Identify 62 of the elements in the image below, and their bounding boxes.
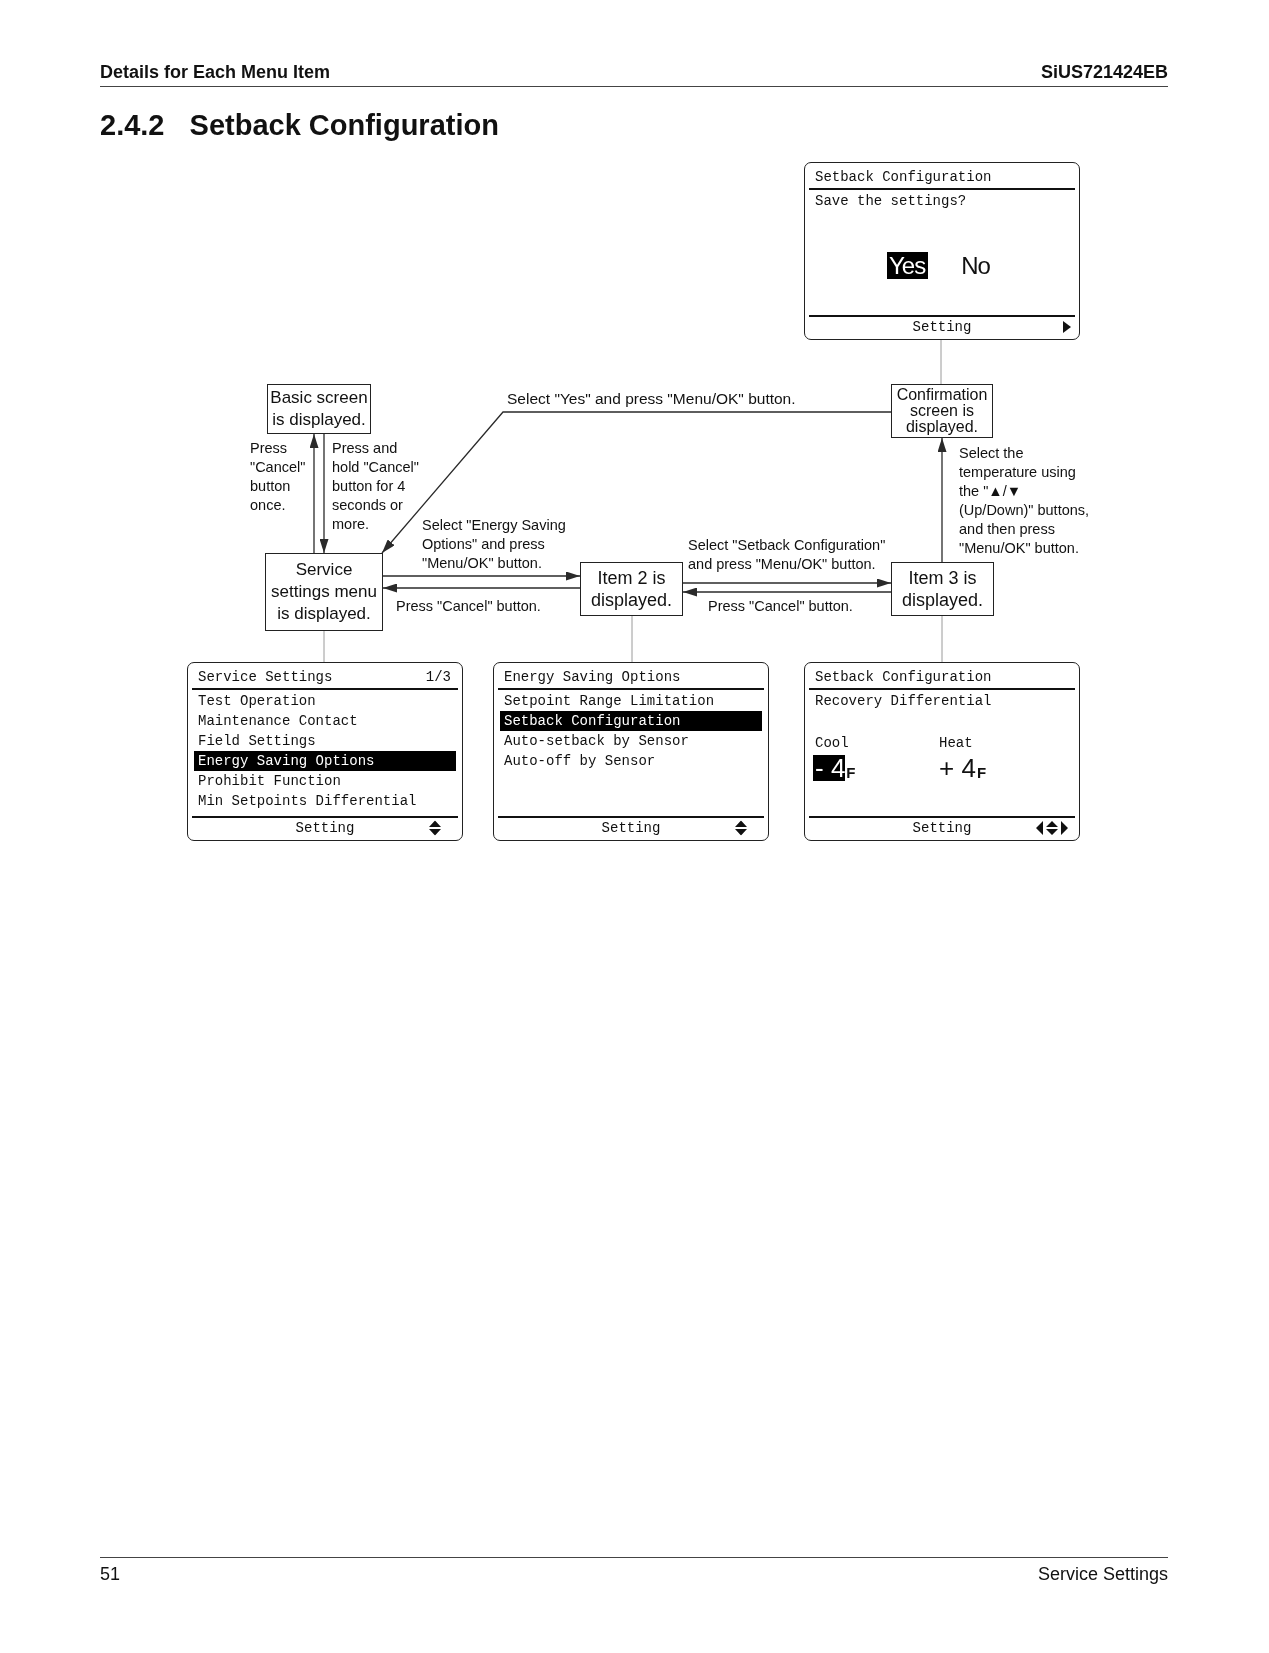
footer-label: Setting (295, 819, 355, 837)
highlighted-menu-item: Setback Configuration (500, 711, 762, 731)
arrow (682, 578, 892, 588)
mode-label: Heat (939, 734, 973, 753)
edge-label: Select the temperature using the "▲/▼ (Up/Down)" buttons, and then press "Menu/OK" button. (959, 444, 1091, 558)
connector-line (941, 615, 943, 663)
arrow (309, 433, 319, 554)
arrow (682, 587, 892, 597)
state-text: Item 2 is displayed. (589, 567, 674, 611)
page-number: 51 (100, 1563, 121, 1585)
lcd-screen (187, 662, 463, 841)
lcd-screen (804, 162, 1080, 340)
state-text: Confirmation screen is displayed. (895, 387, 989, 435)
prompt-text: Save the settings? (814, 192, 968, 211)
screen-title: Service Settings (198, 668, 333, 686)
highlighted-menu-item: Energy Saving Options (194, 751, 456, 771)
page-indicator: 1/3 (425, 668, 451, 686)
menu-item: Min Setpoints Differential (197, 792, 418, 811)
connector-line (940, 339, 942, 385)
menu-item: Auto-off by Sensor (503, 752, 657, 771)
arrow (319, 433, 329, 554)
edge-label: Select "Setback Configuration" and press "Menu/OK" button. (688, 536, 887, 574)
footer-label: Setting (912, 819, 972, 837)
footer-text: Service Settings (1037, 1563, 1168, 1585)
arrow (381, 411, 892, 554)
option-text: No (960, 251, 991, 279)
state-box (580, 562, 683, 616)
edge-label: Press "Cancel" button. (396, 597, 541, 616)
prompt-text: Recovery Differential (814, 692, 993, 711)
document-number: SiUS721424EB (1040, 61, 1168, 83)
menu-item: Setpoint Range Limitation (503, 692, 716, 711)
lcd-screen (804, 662, 1080, 841)
connector-line (631, 615, 633, 663)
state-text: Item 3 is displayed. (900, 567, 985, 611)
state-box (265, 553, 383, 631)
connector-line (323, 630, 325, 663)
menu-item: Maintenance Contact (197, 712, 359, 731)
menu-item: Test Operation (197, 692, 317, 711)
menu-item: Prohibit Function (197, 772, 342, 791)
lcd-screen (493, 662, 769, 841)
edge-label: Press and hold "Cancel" button for 4 seconds or more. (332, 439, 420, 534)
screen-title: Setback Configuration (815, 668, 992, 686)
state-text: Service settings menu is displayed. (270, 559, 378, 625)
state-text: Basic screen is displayed. (269, 387, 369, 431)
edge-label: Select "Yes" and press "Menu/OK" button. (507, 389, 796, 408)
arrow (937, 437, 947, 563)
edge-label: Press "Cancel" button. (708, 597, 853, 616)
arrow (382, 571, 581, 581)
edge-label: Select "Energy Saving Options" and press "Menu/OK" button. (422, 516, 567, 573)
footer-label: Setting (601, 819, 661, 837)
selected-option: Yes (887, 251, 929, 279)
header-text: Details for Each Menu Item (100, 61, 331, 83)
arrow (382, 583, 581, 593)
menu-item: Field Settings (197, 732, 317, 751)
edge-label: Press "Cancel" button once. (250, 439, 307, 515)
state-box (891, 562, 994, 616)
screen-title: Energy Saving Options (504, 668, 681, 686)
section-title: 2.4.2 Setback Configuration (100, 108, 499, 143)
screen-title: Setback Configuration (815, 168, 992, 186)
mode-label: Cool (815, 734, 849, 753)
footer-label: Setting (912, 318, 972, 336)
menu-item: Auto-setback by Sensor (503, 732, 690, 751)
